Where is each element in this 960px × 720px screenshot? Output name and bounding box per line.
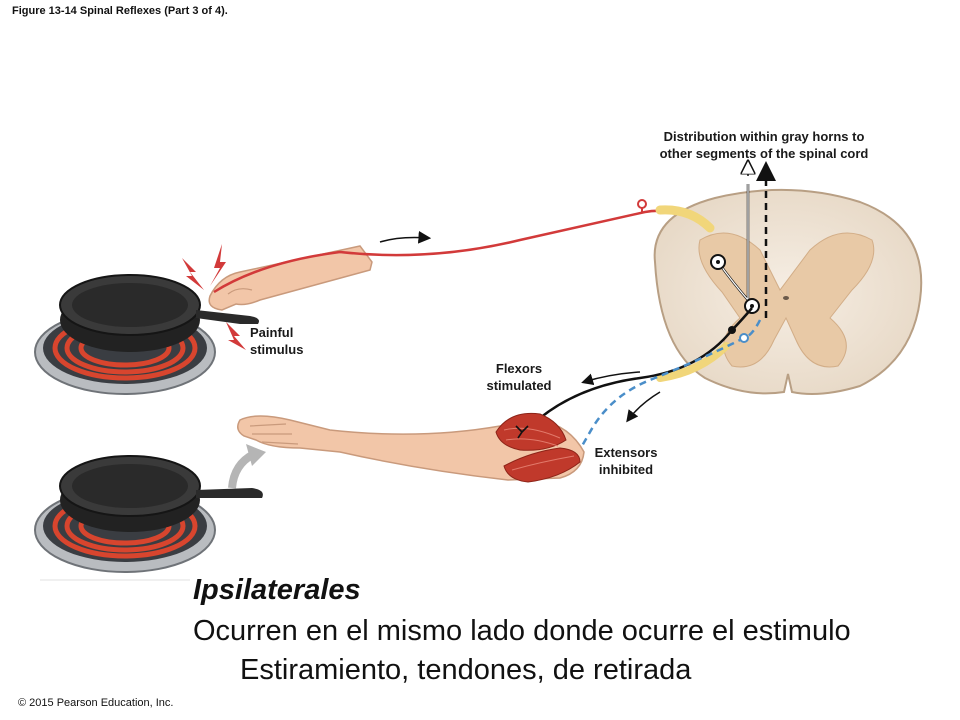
slide-title: Ipsilaterales xyxy=(193,574,361,606)
distribution-label: Distribution within gray horns to other … xyxy=(622,128,906,162)
lower-frying-pan xyxy=(59,455,263,532)
extensor-direction-arrow xyxy=(626,391,661,423)
sensory-ganglion-icon xyxy=(637,199,647,213)
flexor-muscle xyxy=(495,412,567,451)
interneuron-connections xyxy=(710,164,776,318)
ventral-root xyxy=(656,342,730,382)
upper-arm xyxy=(208,245,373,311)
distribution-label-line2: other segments of the spinal cord xyxy=(659,146,869,161)
painful-label-line1: Painful xyxy=(250,325,294,340)
extensor-muscle xyxy=(503,447,581,483)
painful-stimulus-label: Painful stimulus xyxy=(250,324,320,358)
pain-lightning-icon xyxy=(182,244,246,350)
flexor-direction-arrow xyxy=(581,371,641,386)
neuromuscular-ending-icon xyxy=(515,425,529,439)
extensors-label-line1: Extensors xyxy=(594,445,658,460)
extensors-label-line2: inhibited xyxy=(598,462,654,477)
upper-frying-pan xyxy=(59,274,259,352)
extensors-inhibited-label: Extensors inhibited xyxy=(580,444,672,478)
flexors-stimulated-label: Flexors stimulated xyxy=(474,360,564,394)
figure-caption: Figure 13-14 Spinal Reflexes (Part 3 of … xyxy=(12,5,228,17)
dorsal-root xyxy=(655,205,715,233)
distribution-label-line1: Distribution within gray horns to xyxy=(663,129,865,144)
flexors-label-line2: stimulated xyxy=(486,378,552,393)
withdrawal-arrow-icon xyxy=(228,444,266,489)
flexors-label-line1: Flexors xyxy=(495,361,543,376)
slide-text-line1: Ocurren en el mismo lado donde ocurre el… xyxy=(193,615,851,647)
copyright-notice: © 2015 Pearson Education, Inc. xyxy=(18,697,174,709)
excitatory-synapse-icon xyxy=(728,326,736,334)
slide-text-line2: Estiramiento, tendones, de retirada xyxy=(240,654,692,686)
extensor-inhibited-neuron xyxy=(572,319,762,461)
inhibitory-synapse-icon xyxy=(739,333,749,343)
sensory-direction-arrow xyxy=(379,230,432,244)
painful-label-line2: stimulus xyxy=(250,342,304,357)
